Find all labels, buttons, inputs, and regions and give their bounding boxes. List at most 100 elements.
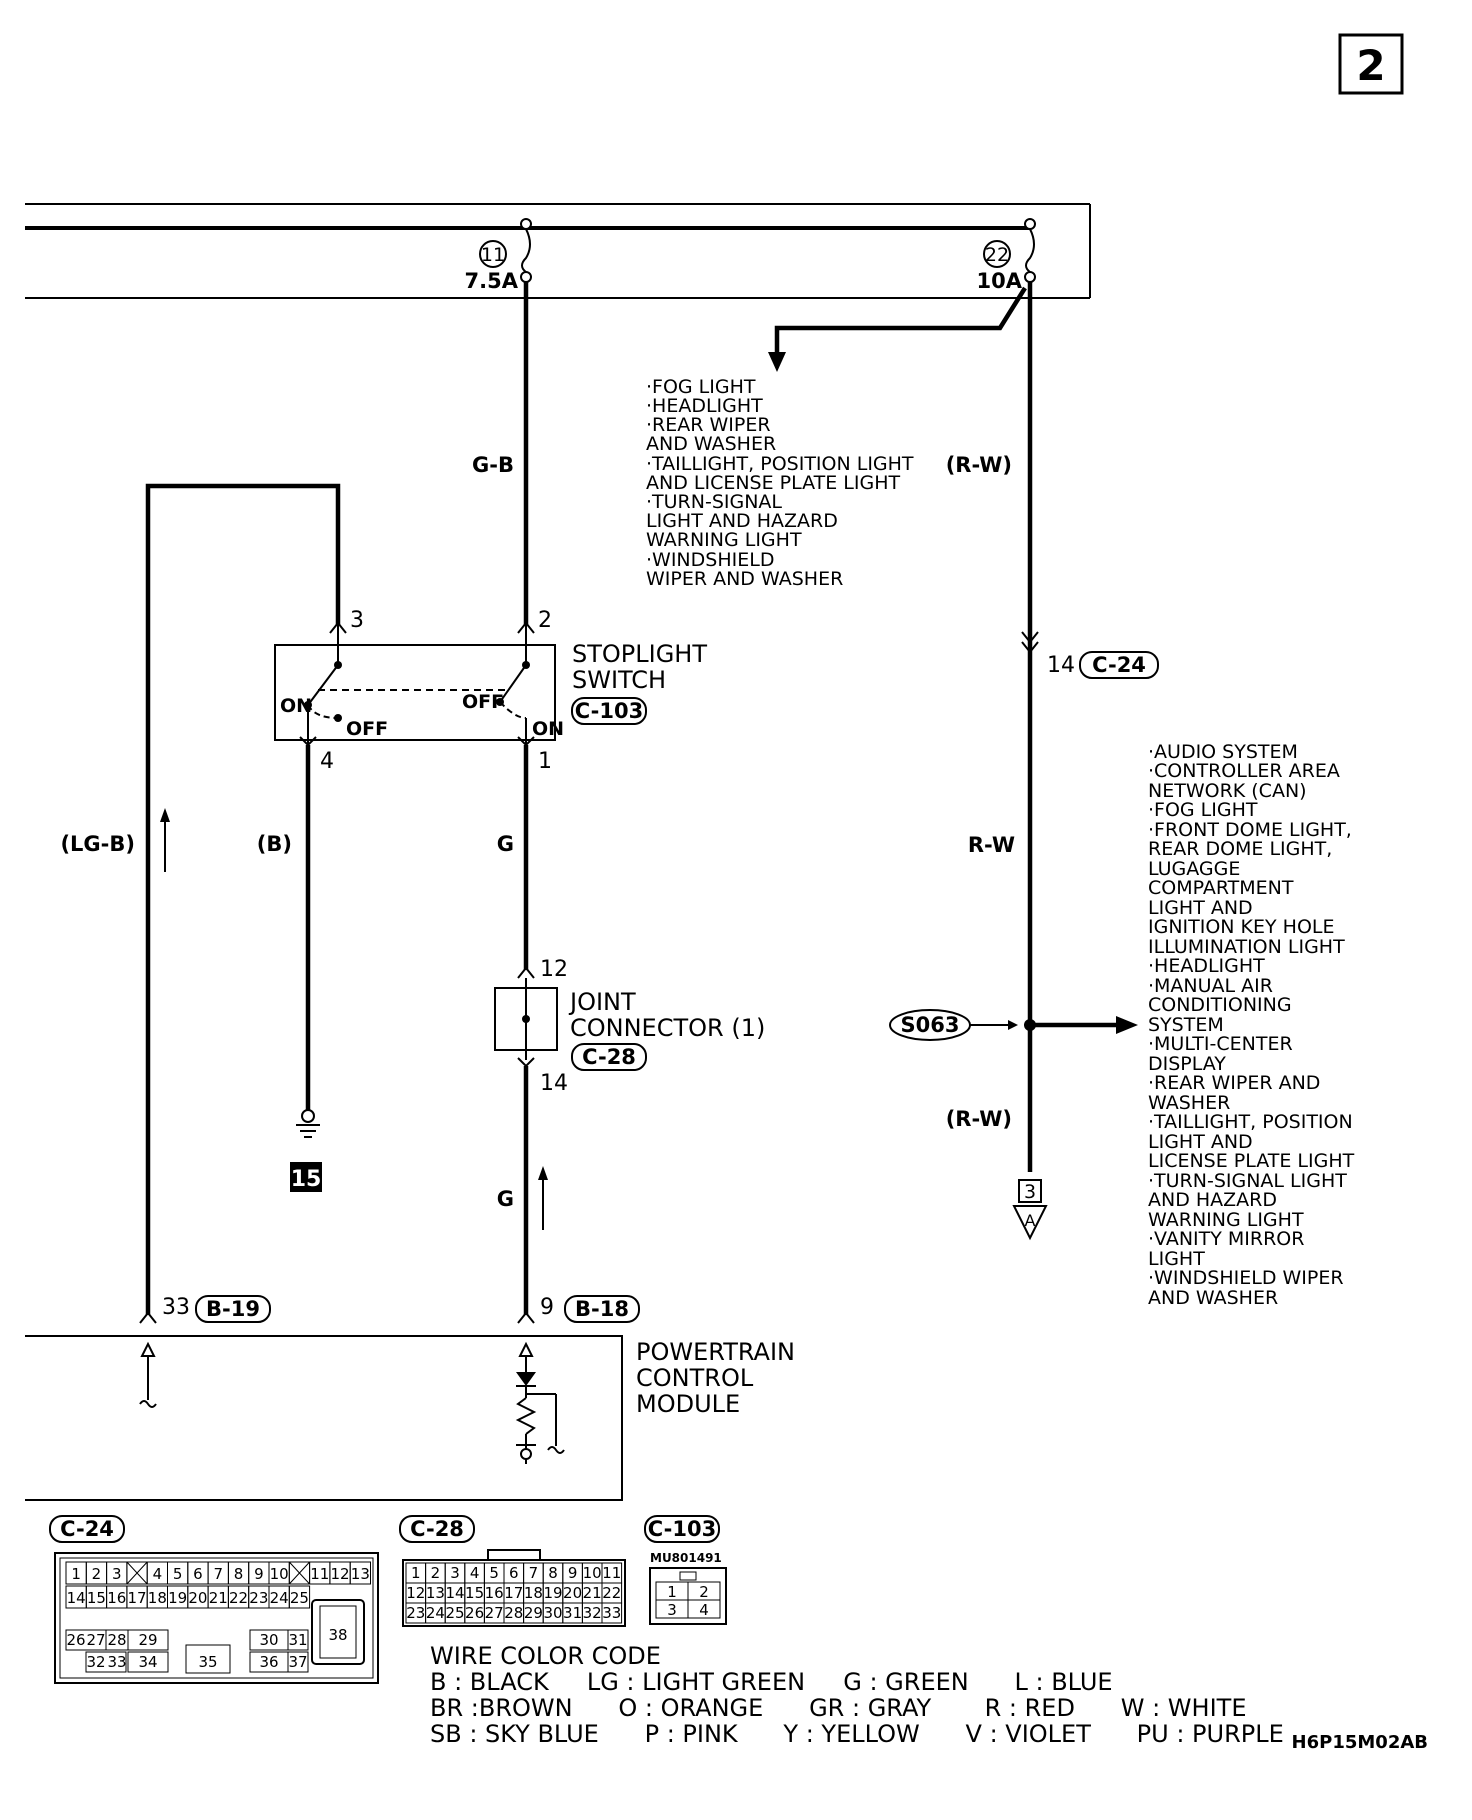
pin-label: 18 [524,1584,543,1602]
pin-label: 21 [583,1584,602,1602]
pin-label: 23 [406,1604,425,1622]
component-name: POWERTRAIN [636,1338,795,1366]
pin-label: 9 [568,1564,578,1582]
branch-item: NETWORK (CAN) [1148,780,1307,802]
branch-item: WIPER AND WASHER [646,568,843,590]
component-name: JOINT [568,988,636,1016]
ground-15: 15 [290,1109,322,1192]
pin-label: 8 [548,1564,558,1582]
pin-label: 19 [168,1589,187,1607]
pcm-pin-33: 33 B-19 [139,1295,271,1324]
wire-g-lower: G [497,1066,548,1315]
pin-label: 11 [310,1565,329,1583]
fuse-number: 22 [985,244,1009,266]
branch-item: ·FOG LIGHT [646,376,756,398]
pin-label: 25 [290,1589,309,1607]
reference-letter: A [1025,1211,1036,1230]
pin-number: 4 [320,749,334,774]
wire-g-b: G-B [472,282,529,625]
pin-label: 15 [465,1584,484,1602]
pin-label: 24 [426,1604,445,1622]
wire-label-g-b: G-B [472,453,514,477]
branch-item: ILLUMINATION LIGHT [1148,936,1345,958]
pin-label: 9 [254,1565,264,1583]
pin-label: 31 [288,1631,307,1649]
unused-pin-mark [288,1561,310,1585]
pin-label: 3 [112,1565,122,1583]
pin-label: 4 [699,1601,709,1619]
pin-label: 7 [529,1564,539,1582]
pin-label: 2 [431,1564,441,1582]
branch-item: WARNING LIGHT [1148,1209,1304,1231]
pin-label: 26 [66,1631,85,1649]
pin-number: 14 [1047,653,1075,678]
pin-label: 12 [331,1565,350,1583]
legend-line: SB : SKY BLUE P : PINK Y : YELLOW V : VI… [430,1720,1284,1748]
pin-label: 3 [450,1564,460,1582]
component-name: SWITCH [572,666,666,694]
wire-color-code: WIRE COLOR CODE B : BLACK LG : LIGHT GRE… [430,1642,1284,1748]
off-label: OFF [346,718,388,740]
pin-label: 2 [92,1565,102,1583]
pin-label: 36 [259,1653,278,1671]
pin-label: 32 [583,1604,602,1622]
fuse-11: 11 7.5A [465,218,532,293]
branch-item: LIGHT AND [1148,897,1253,919]
branch-item: LIGHT AND HAZARD [646,510,838,532]
fuse-rating: 7.5A [465,269,519,293]
branch-item: AND WASHER [1148,1287,1278,1309]
pin-label: 38 [328,1626,347,1644]
branch-item: ·REAR WIPER AND [1148,1072,1320,1094]
connector-id: C-24 [1092,653,1146,677]
branch-item: REAR DOME LIGHT, [1148,838,1332,860]
branch-item: ·MULTI-CENTER [1148,1033,1293,1055]
component-name: STOPLIGHT [572,640,707,668]
pin-label: 35 [198,1653,217,1671]
wire-label-r-w: (R-W) [946,453,1012,477]
connector-id: C-28 [582,1045,636,1069]
branch-item: IGNITION KEY HOLE [1148,916,1335,938]
branch-item: ·CONTROLLER AREA [1148,760,1340,782]
branch-item: ·TURN-SIGNAL [646,491,782,513]
wire-label-b: (B) [257,832,292,856]
branch-item: COMPARTMENT [1148,877,1294,899]
pin-label: 6 [193,1565,203,1583]
page-number-box: 2 [1338,33,1404,95]
pin-number: 9 [540,1295,554,1320]
diagram-code: H6P15M02AB [1292,1732,1428,1753]
fuse22-branch-arrow [768,286,1027,372]
branch-item: ·HEADLIGHT [646,395,763,417]
branch-item: ·AUDIO SYSTEM [1148,741,1298,763]
branch-item: AND LICENSE PLATE LIGHT [646,472,901,494]
pin-label: 25 [445,1604,464,1622]
wire-b: (B) [257,745,311,1110]
connector-id: C-103 [648,1517,716,1541]
connector-id: C-103 [575,699,643,723]
pin-label: 20 [188,1589,207,1607]
component-name: MODULE [636,1390,740,1418]
branch-item: ·TAILLIGHT, POSITION LIGHT [646,453,914,475]
branch-item: LIGHT [1148,1248,1205,1270]
connector-id: B-18 [575,1297,629,1321]
branch-item: ·FOG LIGHT [1148,799,1258,821]
pcm-pin-9: 9 B-18 [517,1295,640,1324]
fuse-number-circle [479,240,507,268]
pin-label: 17 [128,1589,147,1607]
pin-label: 16 [107,1589,126,1607]
reference-page: 3 [1024,1181,1036,1203]
splice-id: S063 [901,1013,960,1037]
pin-label: 2 [699,1583,709,1601]
legend-line: B : BLACK LG : LIGHT GREEN G : GREEN L :… [430,1668,1113,1696]
pin-label: 20 [563,1584,582,1602]
pin-label: 17 [504,1584,523,1602]
pin-label: 1 [71,1565,81,1583]
branch-item: AND HAZARD [1148,1189,1277,1211]
off-page-reference: 3 A [1012,1179,1048,1241]
branch-item: ·WINDSHIELD WIPER [1148,1267,1344,1289]
pin-label: 4 [470,1564,480,1582]
connector-view-c103: C-103 MU801491 1 2 3 4 [644,1515,727,1625]
wire-label-r-w: (R-W) [946,1107,1012,1131]
